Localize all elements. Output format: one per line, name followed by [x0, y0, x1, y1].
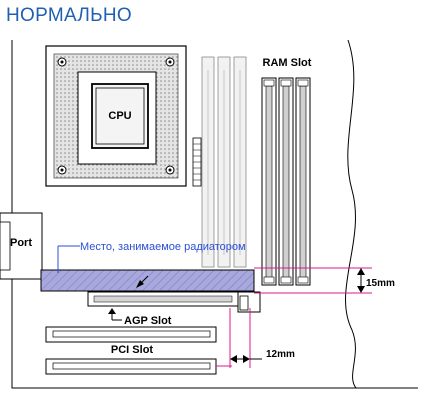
dimension-12mm: [216, 308, 251, 368]
heatsink-annotation: Место, занимаемое радиатором: [57, 241, 246, 273]
ram-slots: RAM Slot: [261, 57, 312, 286]
cpu-socket: CPU: [45, 45, 187, 187]
port-label: Port: [10, 237, 32, 249]
dim-12mm-label: 12mm: [266, 349, 295, 360]
heatsink-area: [40, 269, 255, 292]
board-wavy-edge: [345, 39, 357, 389]
cpu-label: CPU: [108, 110, 131, 122]
ram-slot-label: RAM Slot: [263, 57, 312, 69]
agp-slot-label: AGP Slot: [124, 315, 172, 327]
board-outline: [11, 40, 418, 389]
io-port: Port: [0, 212, 43, 280]
pci-slot-1: [45, 326, 217, 343]
page-title: НОРМАЛЬНО: [6, 5, 133, 26]
dim-15mm-label: 15mm: [366, 278, 395, 289]
agp-slot: AGP Slot: [87, 291, 261, 327]
pci-slot-2: [45, 358, 217, 375]
dimension-15mm: [254, 267, 372, 294]
heatsink-label: Место, занимаемое радиатором: [80, 241, 246, 253]
pci-slot-label: PCI Slot: [111, 344, 154, 356]
pin-header: [192, 137, 202, 187]
